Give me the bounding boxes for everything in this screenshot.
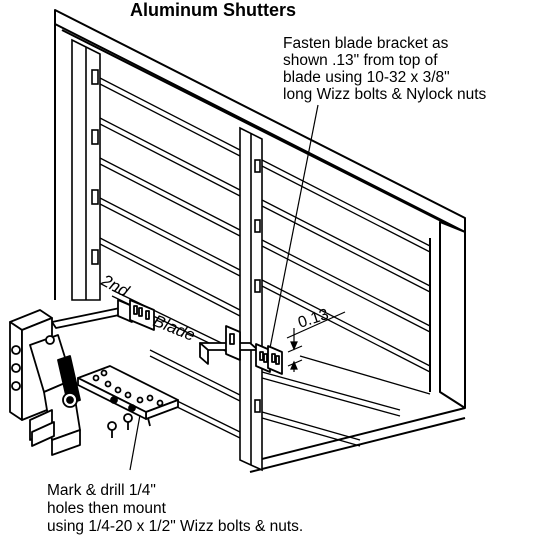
callout-bottom-line-1: Mark & drill 1/4" [47, 482, 156, 499]
linkage-arm [51, 299, 155, 331]
callout-top: Fasten blade bracket as shown .13" from … [283, 35, 487, 103]
leader-lines [129, 104, 319, 471]
blade-label: Blade [151, 311, 198, 345]
dimension-callout [286, 311, 346, 372]
center-mullion [239, 126, 263, 472]
actuator-motor [9, 309, 81, 456]
mounting-plate [77, 365, 179, 438]
diagram-title: Aluminum Shutters [130, 0, 296, 20]
blade-order-label: 2nd [97, 270, 132, 301]
callout-top-line-3: blade using 10-32 x 3/8" [283, 69, 450, 86]
callout-bottom-line-3: using 1/4-20 x 1/2" Wizz bolts & nuts. [47, 518, 303, 535]
dimension-label: 0.13 [296, 306, 331, 332]
callout-top-line-4: long Wizz bolts & Nylock nuts [283, 86, 487, 103]
callout-top-line-1: Fasten blade bracket as [283, 35, 449, 52]
blade-bracket [199, 325, 283, 375]
callout-bottom: Mark & drill 1/4" holes then mount using… [47, 482, 303, 535]
callout-bottom-line-2: holes then mount [47, 500, 167, 517]
left-frame-rail [71, 38, 101, 301]
outer-frame [54, 9, 466, 473]
right-bay-blades [261, 159, 431, 447]
callout-top-line-2: shown .13" from top of [283, 52, 438, 69]
